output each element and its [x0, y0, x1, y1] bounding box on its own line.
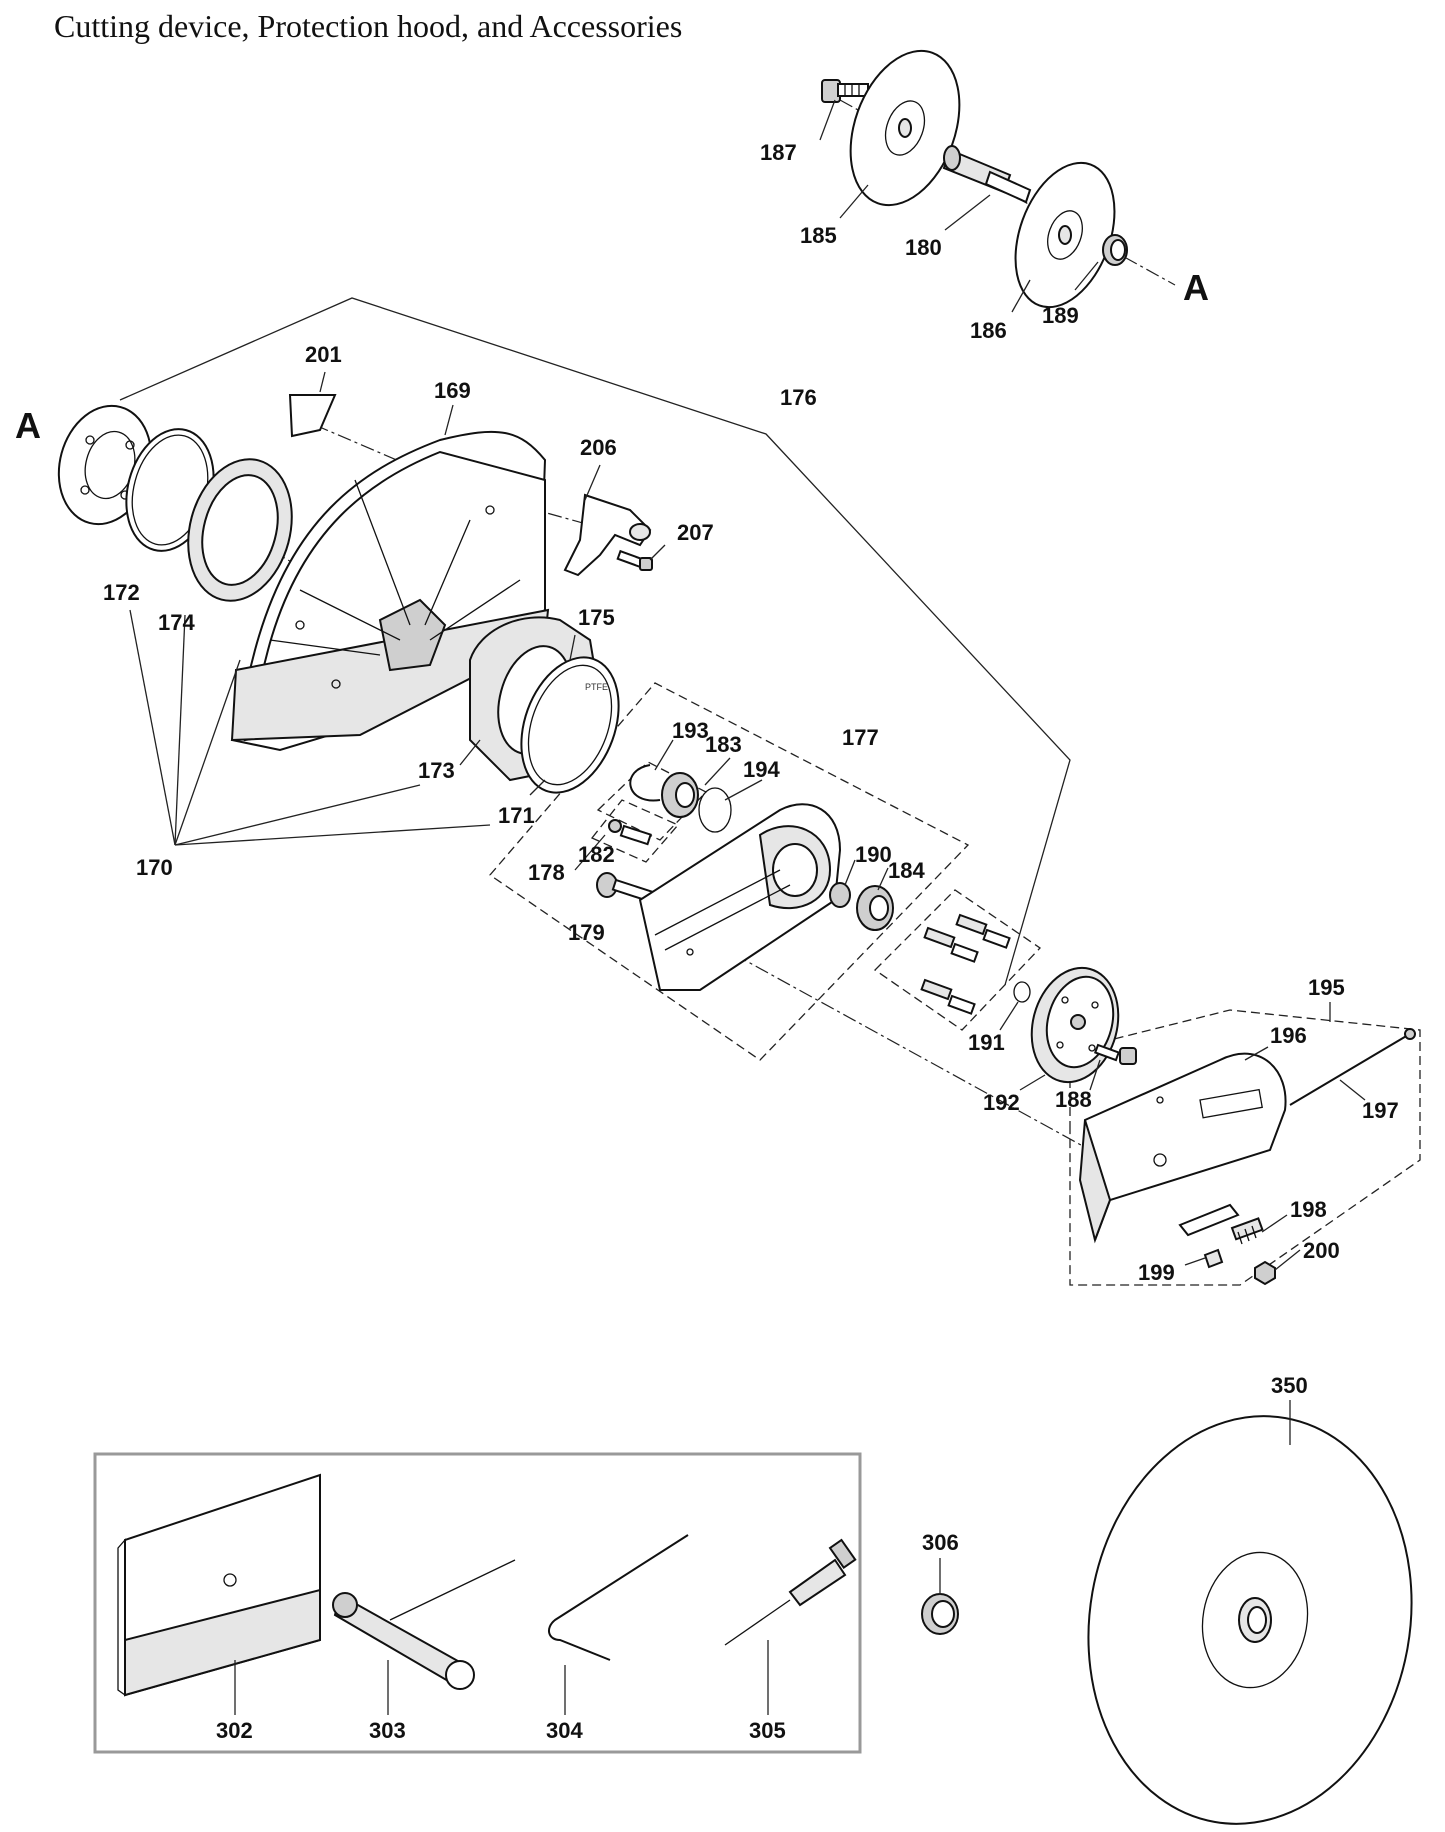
part-label-185: 185	[800, 223, 837, 248]
part-label-186: 186	[970, 318, 1007, 343]
part-label-189: 189	[1042, 303, 1079, 328]
part-label-192: 192	[983, 1090, 1020, 1115]
part-label-179: 179	[568, 920, 605, 945]
part-206-handle	[563, 493, 652, 577]
part-201-hood-tip	[288, 394, 337, 438]
part-label-170: 170	[136, 855, 173, 880]
assembly-176-boundary	[119, 297, 1071, 986]
part-label-187: 187	[760, 140, 797, 165]
part-189-ring	[1102, 234, 1128, 266]
part-label-207: 207	[677, 520, 714, 545]
page-title: Cutting device, Protection hood, and Acc…	[54, 8, 683, 44]
part-302-pouch	[117, 1473, 321, 1697]
ref-marker-A-left: A	[15, 405, 41, 446]
axis-line-206	[499, 499, 591, 526]
part-306-ring	[921, 1593, 959, 1635]
part-label-169: 169	[434, 378, 471, 403]
part-label-206: 206	[580, 435, 617, 460]
part-label-302: 302	[216, 1718, 253, 1743]
ptfe-stamp: PTFE	[585, 682, 608, 692]
part-350-cutting-disc	[1087, 1415, 1413, 1825]
part-197-rod	[1289, 1028, 1416, 1106]
part-label-182: 182	[578, 842, 615, 867]
part-196-belt-cover	[1078, 1052, 1287, 1244]
part-label-180: 180	[905, 235, 942, 260]
part-303-spanner	[332, 1559, 516, 1690]
part-label-201: 201	[305, 342, 342, 367]
part-200-nut	[1254, 1260, 1276, 1286]
part-label-350: 350	[1271, 1373, 1308, 1398]
part-198-spring	[1230, 1217, 1264, 1245]
part-label-199: 199	[1138, 1260, 1175, 1285]
part-184-bearing	[856, 885, 894, 931]
accessories-box	[93, 1452, 862, 1754]
ref-marker-A-right: A	[1183, 267, 1209, 308]
part-label-194: 194	[743, 757, 780, 782]
part-label-304: 304	[546, 1718, 583, 1743]
part-191-clip	[1013, 981, 1031, 1003]
part-180-shaft	[942, 145, 1032, 204]
part-label-190: 190	[855, 842, 892, 867]
part-label-184: 184	[888, 858, 925, 883]
part-label-193: 193	[672, 718, 709, 743]
part-label-196: 196	[1270, 1023, 1307, 1048]
leader-lines	[129, 99, 1366, 1715]
part-174-ring	[187, 458, 293, 602]
part-label-175: 175	[578, 605, 615, 630]
part-304-hex-key	[548, 1534, 689, 1661]
part-label-177: 177	[842, 725, 879, 750]
part-tensioner-pins	[920, 913, 1011, 1015]
part-label-200: 200	[1303, 1238, 1340, 1263]
part-177-cutting-arm	[638, 803, 842, 991]
part-label-173: 173	[418, 758, 455, 783]
part-190-spacer	[829, 882, 851, 908]
part-188-bolt	[1093, 1043, 1137, 1065]
part-193-circlip	[629, 764, 661, 802]
axis-line-lower	[689, 929, 1091, 1151]
part-label-174: 174	[158, 610, 195, 635]
part-label-197: 197	[1362, 1098, 1399, 1123]
group-195-box	[1069, 1009, 1421, 1286]
part-185-outer-flange	[849, 49, 961, 207]
part-label-305: 305	[749, 1718, 786, 1743]
part-label-188: 188	[1055, 1087, 1092, 1112]
part-label-178: 178	[528, 860, 565, 885]
part-175-ring: PTFE	[520, 656, 620, 794]
part-192-pulley	[1030, 966, 1120, 1084]
part-183-bearing	[661, 772, 699, 818]
part-label-198: 198	[1290, 1197, 1327, 1222]
group-191-box	[873, 889, 1041, 1031]
part-207-screw	[616, 549, 653, 571]
part-label-195: 195	[1308, 975, 1345, 1000]
part-label-183: 183	[705, 732, 742, 757]
part-label-176: 176	[780, 385, 817, 410]
part-label-172: 172	[103, 580, 140, 605]
part-label-303: 303	[369, 1718, 406, 1743]
part-label-191: 191	[968, 1030, 1005, 1055]
part-305-screwdriver	[724, 1538, 857, 1646]
part-199-bracket	[1178, 1203, 1240, 1269]
part-label-306: 306	[922, 1530, 959, 1555]
part-182-pin	[608, 819, 652, 846]
part-194-ring	[698, 787, 732, 833]
group-178-box	[590, 799, 680, 863]
part-187-bolt	[821, 79, 869, 103]
part-label-171: 171	[498, 803, 535, 828]
part-169-protection-hood	[230, 430, 550, 752]
